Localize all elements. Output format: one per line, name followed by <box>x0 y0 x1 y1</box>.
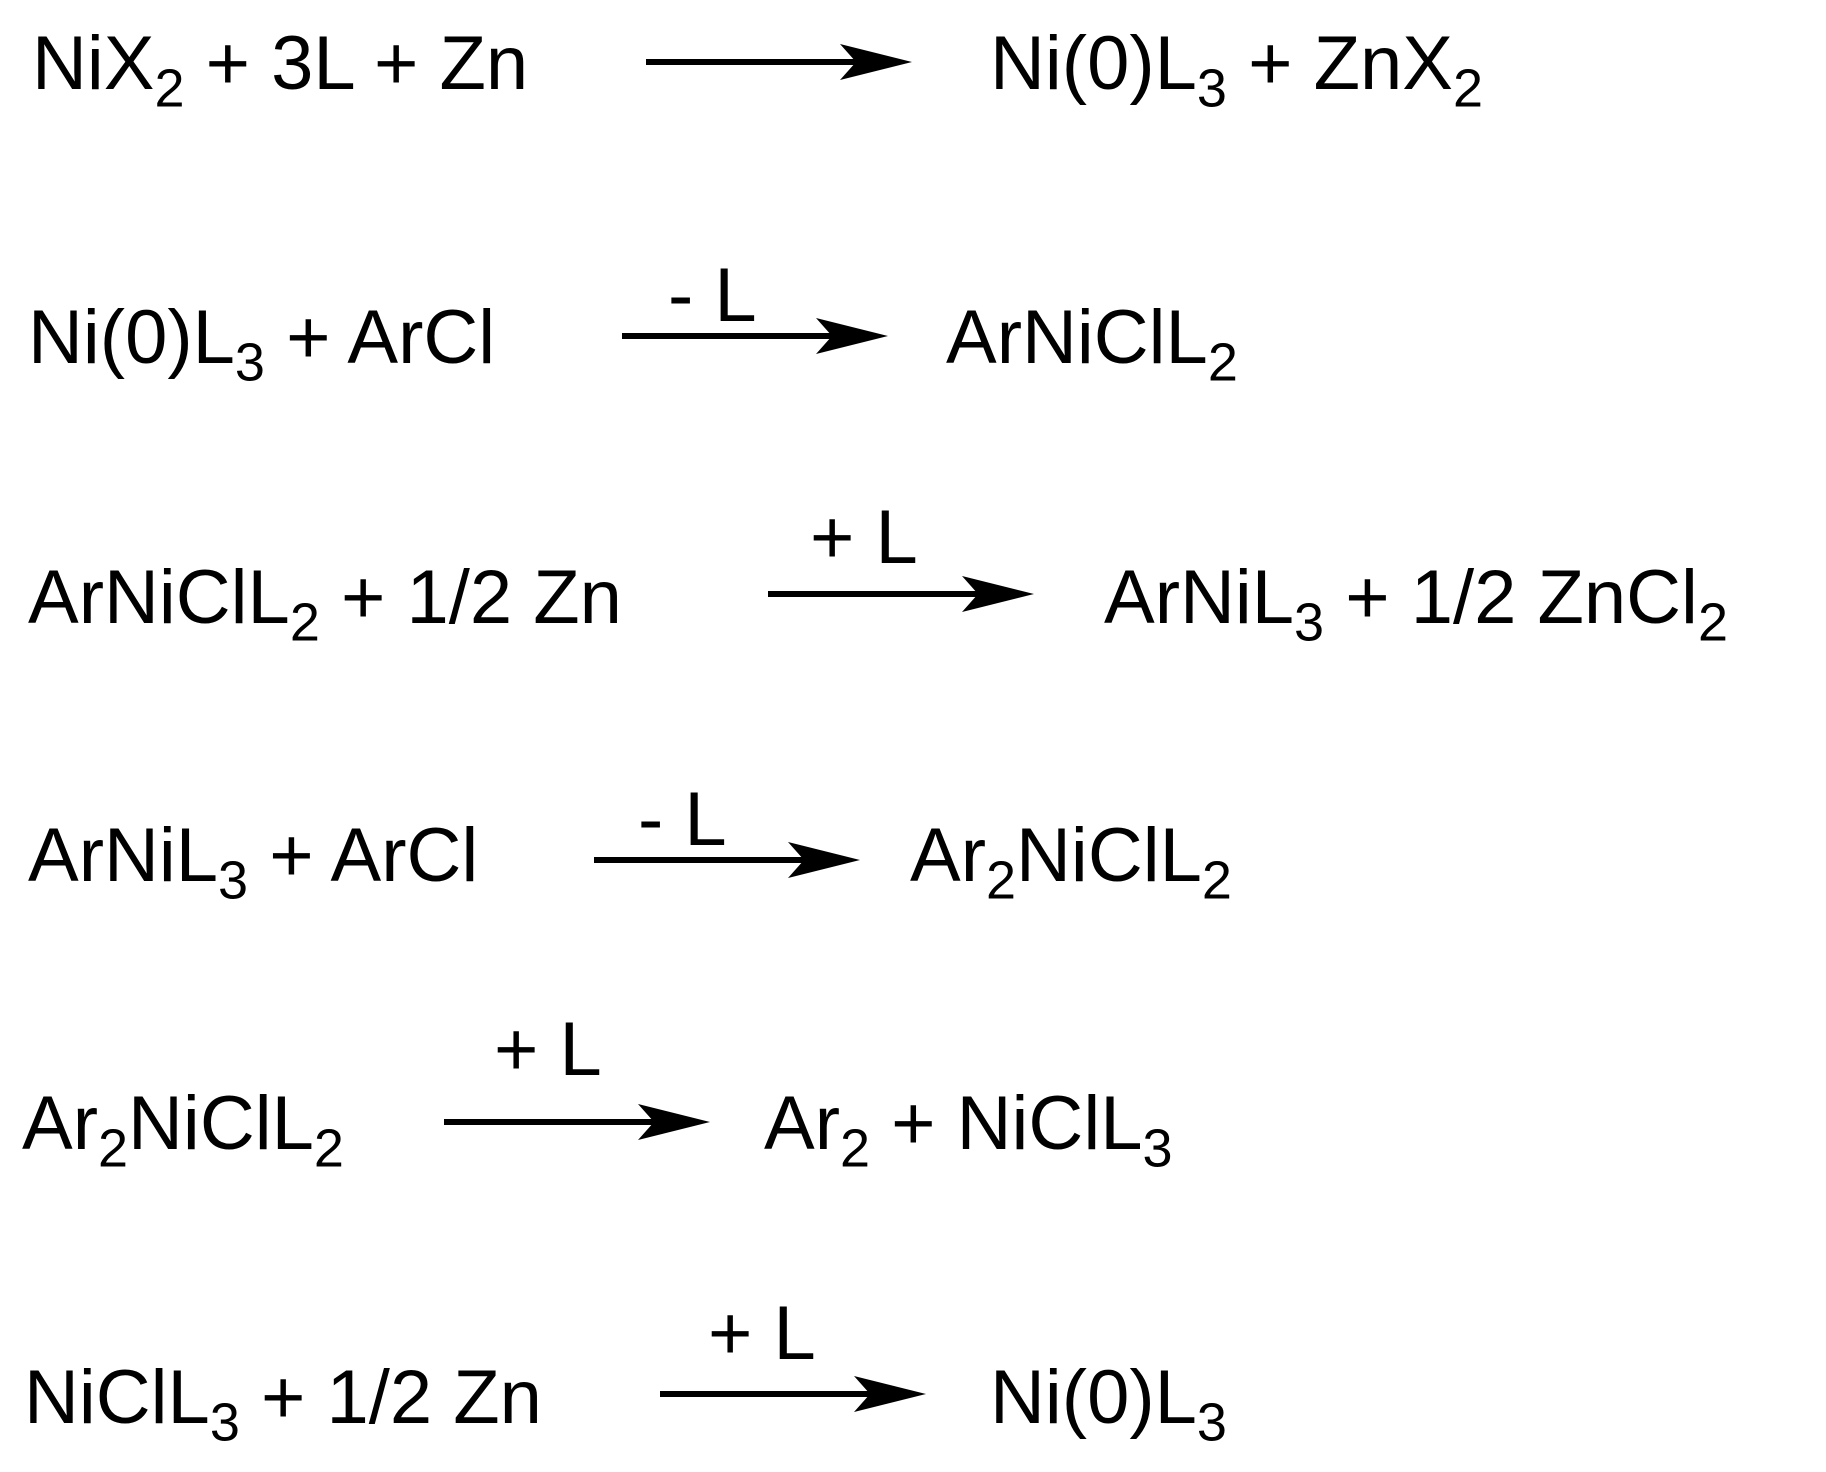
formula-part: Ni(0)L <box>990 21 1197 106</box>
formula-part: Ni(0)L <box>990 1355 1197 1440</box>
formula-part: + 3L + Zn <box>184 21 529 106</box>
formula-part: + 1/2 Zn <box>319 555 622 640</box>
subscript: 2 <box>313 1118 344 1179</box>
condition-3: + L <box>810 495 918 580</box>
formula-part: + 1/2 Zn <box>239 1355 542 1440</box>
subscript: 3 <box>1294 592 1325 653</box>
reaction-arrow-6 <box>660 1376 926 1412</box>
subscript: 3 <box>1142 1118 1173 1179</box>
subscript: 2 <box>1452 58 1484 119</box>
formula-part: Ar <box>910 813 986 898</box>
formula-part: NiClL <box>1016 813 1202 898</box>
formula-part: NiX <box>32 21 155 106</box>
products-1: Ni(0)L3 + ZnX2 <box>990 26 1483 116</box>
products-4: Ar2NiClL2 <box>910 818 1232 908</box>
condition-5: + L <box>494 1007 602 1092</box>
reactants-4: ArNiL3 + ArCl <box>28 818 478 908</box>
reactants-2: Ni(0)L3 + ArCl <box>28 300 495 390</box>
subscript: 2 <box>1697 592 1728 653</box>
reaction-arrow-4 <box>594 842 860 878</box>
products-6: Ni(0)L3 <box>990 1360 1227 1450</box>
reaction-arrow-3 <box>768 576 1034 612</box>
formula-part: ArNiL <box>1104 555 1295 640</box>
condition-6: + L <box>708 1291 816 1376</box>
reaction-arrow-2 <box>622 318 888 354</box>
formula-part: ArNiL <box>28 813 219 898</box>
formula-part: NiClL <box>24 1355 210 1440</box>
reaction-arrow-5 <box>444 1104 710 1140</box>
subscript: 2 <box>986 850 1017 911</box>
subscript: 3 <box>234 332 265 393</box>
formula-part: ArNiClL <box>946 295 1208 380</box>
products-3: ArNiL3 + 1/2 ZnCl2 <box>1104 560 1728 650</box>
reactants-3: ArNiClL2 + 1/2 Zn <box>28 560 622 650</box>
reactants-1: NiX2 + 3L + Zn <box>32 26 528 116</box>
formula-part: + 1/2 ZnCl <box>1324 555 1698 640</box>
condition-4: - L <box>638 777 727 862</box>
subscript: 3 <box>1196 1392 1227 1453</box>
formula-part: ArNiClL <box>28 555 290 640</box>
formula-part: NiClL <box>128 1081 314 1166</box>
subscript: 2 <box>840 1118 871 1179</box>
reactants-5: Ar2NiClL2 <box>22 1086 344 1176</box>
formula-part: + ZnX <box>1226 21 1453 106</box>
subscript: 2 <box>1201 850 1232 911</box>
subscript: 2 <box>154 58 185 119</box>
subscript: 2 <box>98 1118 129 1179</box>
reactants-6: NiClL3 + 1/2 Zn <box>24 1360 542 1450</box>
formula-part: + NiClL <box>870 1081 1143 1166</box>
products-5: Ar2 + NiClL3 <box>764 1086 1173 1176</box>
formula-part: + ArCl <box>264 295 496 380</box>
subscript: 3 <box>1196 58 1227 119</box>
subscript: 2 <box>1207 332 1238 393</box>
subscript: 2 <box>289 592 320 653</box>
formula-part: Ar <box>764 1081 840 1166</box>
formula-part: Ni(0)L <box>28 295 235 380</box>
subscript: 3 <box>218 850 249 911</box>
reaction-arrow-1 <box>646 44 912 80</box>
subscript: 3 <box>209 1392 240 1453</box>
condition-2: - L <box>668 253 757 338</box>
formula-part: Ar <box>22 1081 98 1166</box>
products-2: ArNiClL2 <box>946 300 1238 390</box>
formula-part: + ArCl <box>248 813 479 898</box>
